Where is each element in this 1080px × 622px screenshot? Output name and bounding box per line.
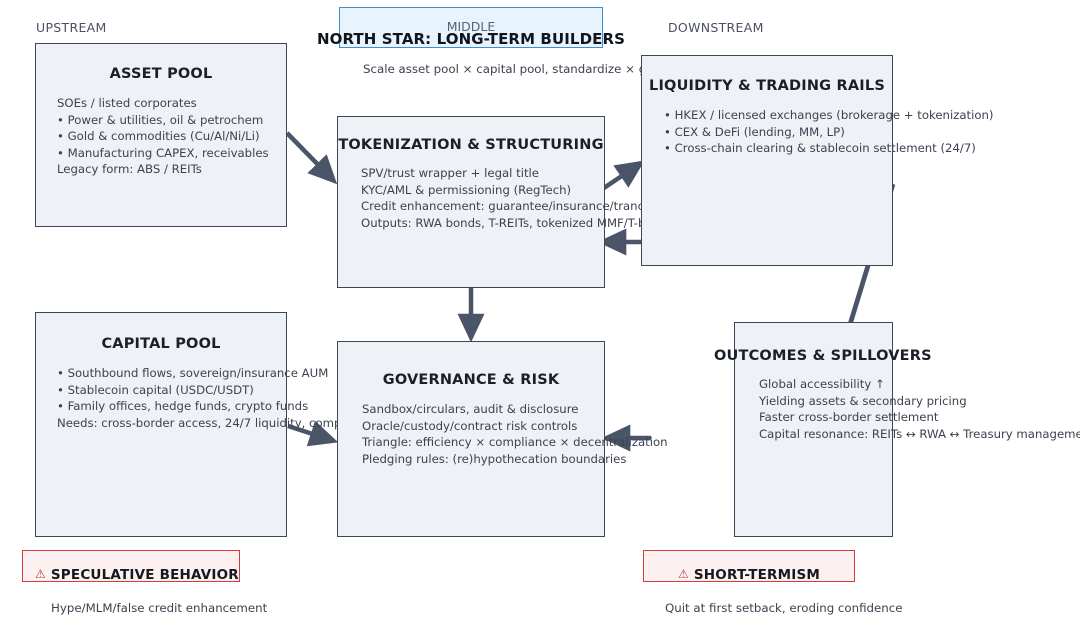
- node-outcomes-line-3: Capital resonance: REITs ↔ RWA ↔ Treasur…: [759, 426, 1080, 441]
- node-capital-pool[interactable]: [35, 312, 287, 537]
- node-tokenization[interactable]: [337, 116, 605, 288]
- node-capital-pool-line-2: • Family offices, hedge funds, crypto fu…: [57, 399, 309, 413]
- node-tokenization-line-3: Outputs: RWA bonds, T-REITs, tokenized M…: [361, 215, 662, 230]
- node-liquidity-line-2: • Cross-chain clearing & stablecoin sett…: [664, 141, 976, 155]
- node-liquidity-body: • HKEX / licensed exchanges (brokerage +…: [664, 107, 993, 157]
- node-outcomes-title: OUTCOMES & SPILLOVERS: [714, 348, 932, 364]
- north-star-title: NORTH STAR: LONG-TERM BUILDERS: [316, 30, 626, 48]
- node-capital-pool-line-0: • Southbound flows, sovereign/insurance …: [57, 366, 329, 380]
- warning-shortterm-title: ⚠ SHORT-TERMISM: [678, 567, 820, 583]
- node-tokenization-line-0: SPV/trust wrapper + legal title: [361, 166, 539, 180]
- warning-triangle-icon: ⚠: [35, 567, 46, 581]
- node-liquidity-line-1: • CEX & DeFi (lending, MM, LP): [664, 124, 845, 139]
- node-outcomes-line-0: Global accessibility ↑: [759, 377, 885, 391]
- node-tokenization-line-1: KYC/AML & permissioning (RegTech): [361, 182, 572, 197]
- warning-triangle-icon: ⚠: [678, 567, 689, 581]
- node-capital-pool-body: • Southbound flows, sovereign/insurance …: [57, 365, 376, 431]
- warning-shortterm-label: SHORT-TERMISM: [693, 567, 821, 583]
- node-asset-pool-line-2: • Gold & commodities (Cu/Al/Ni/Li): [57, 129, 260, 143]
- edge-asset-to-tokenization: [285, 131, 338, 185]
- node-asset-pool-line-1: • Power & utilities, oil & petrochem: [57, 112, 264, 127]
- node-governance-body: Sandbox/circulars, audit & disclosure Or…: [362, 401, 668, 467]
- node-outcomes-line-1: Yielding assets & secondary pricing: [759, 393, 967, 408]
- node-outcomes[interactable]: [734, 322, 893, 537]
- north-star-caption: Scale asset pool × capital pool, standar…: [363, 62, 692, 76]
- band-label-downstream: DOWNSTREAM: [668, 20, 764, 35]
- node-tokenization-title: TOKENIZATION & STRUCTURING: [338, 137, 604, 153]
- node-capital-pool-line-3: Needs: cross-border access, 24/7 liquidi…: [57, 415, 377, 430]
- node-asset-pool-line-3: • Manufacturing CAPEX, receivables: [57, 145, 269, 160]
- warning-speculative-caption: Hype/MLM/false credit enhancement: [51, 601, 268, 615]
- node-capital-pool-title: CAPITAL POOL: [101, 336, 221, 352]
- node-asset-pool[interactable]: [35, 43, 287, 227]
- node-governance[interactable]: [337, 341, 605, 537]
- node-liquidity[interactable]: [641, 55, 893, 266]
- node-asset-pool-body: SOEs / listed corporates • Power & utili…: [57, 95, 269, 178]
- node-tokenization-line-2: Credit enhancement: guarantee/insurance/…: [361, 199, 715, 213]
- node-liquidity-line-0: • HKEX / licensed exchanges (brokerage +…: [664, 108, 994, 122]
- band-label-upstream: UPSTREAM: [36, 20, 107, 35]
- node-asset-pool-line-0: SOEs / listed corporates: [57, 96, 197, 110]
- node-governance-line-1: Oracle/custody/contract risk controls: [362, 418, 578, 433]
- node-liquidity-title: LIQUIDITY & TRADING RAILS: [649, 78, 885, 94]
- node-tokenization-body: SPV/trust wrapper + legal title KYC/AML …: [361, 165, 714, 231]
- band-label-middle: MIDDLE: [446, 19, 496, 34]
- warning-speculative-label: SPECULATIVE BEHAVIOR: [50, 567, 239, 583]
- warning-speculative-title: ⚠ SPECULATIVE BEHAVIOR: [35, 567, 239, 583]
- warning-box-speculative[interactable]: [22, 550, 240, 582]
- warning-box-shortterm[interactable]: [643, 550, 855, 582]
- node-governance-line-2: Triangle: efficiency × compliance × dece…: [362, 435, 668, 449]
- node-governance-line-0: Sandbox/circulars, audit & disclosure: [362, 402, 579, 416]
- node-outcomes-body: Global accessibility ↑ Yielding assets &…: [759, 376, 1080, 442]
- node-asset-pool-line-4: Legacy form: ABS / REITs: [57, 162, 202, 176]
- node-governance-line-3: Pledging rules: (re)hypothecation bounda…: [362, 451, 627, 466]
- node-governance-title: GOVERNANCE & RISK: [382, 372, 560, 388]
- node-capital-pool-line-1: • Stablecoin capital (USDC/USDT): [57, 382, 254, 397]
- node-outcomes-line-2: Faster cross-border settlement: [759, 410, 939, 424]
- north-star-banner[interactable]: [339, 7, 603, 48]
- node-asset-pool-title: ASSET POOL: [109, 66, 213, 82]
- warning-shortterm-caption: Quit at first setback, eroding confidenc…: [665, 601, 903, 615]
